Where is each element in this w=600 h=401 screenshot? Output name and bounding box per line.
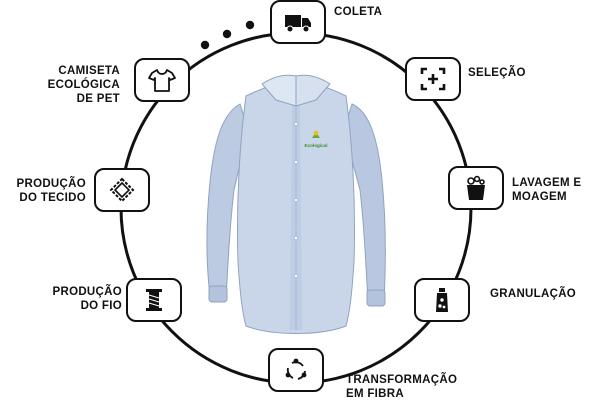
stage-tecido-box <box>94 168 150 212</box>
stage-transformacao-box <box>268 348 324 392</box>
stage-fio-label: PRODUÇÃO DO FIO <box>52 286 122 312</box>
start-dot <box>245 20 255 30</box>
stage-fio-box <box>126 278 182 322</box>
bucket-icon <box>467 175 485 200</box>
scan-frame-icon <box>420 67 446 91</box>
stage-transformacao-label: TRANSFORMAÇÃO EM FIBRA <box>346 374 458 400</box>
fabric-patch-icon <box>109 177 135 203</box>
dress-shirt-illustration: Ecological <box>206 74 386 334</box>
stage-lavagem-box <box>448 166 504 210</box>
stage-coleta-box <box>270 0 326 44</box>
stage-camiseta-box <box>134 58 190 102</box>
bottle-icon <box>436 288 448 312</box>
tshirt-icon <box>148 69 176 92</box>
thread-spool-icon <box>146 289 162 311</box>
stage-coleta-label: COLETA <box>334 6 383 18</box>
stage-selecao-label: SELEÇÃO <box>468 67 526 79</box>
recycle-arrows-icon <box>285 358 307 380</box>
truck-icon <box>285 15 311 33</box>
shirt-logo-text: Ecological <box>305 143 328 148</box>
start-dot <box>200 40 210 50</box>
stage-camiseta-label: CAMISETA ECOLÓGICA DE PET <box>47 65 120 105</box>
stage-tecido-label: PRODUÇÃO DO TECIDO <box>16 178 86 204</box>
stage-granulacao-label: GRANULAÇÃO <box>490 288 577 300</box>
shirt-logo: Ecological <box>305 130 328 148</box>
start-dot <box>222 29 232 39</box>
stage-lavagem-label: LAVAGEM E MOAGEM <box>512 177 582 203</box>
stage-selecao-box <box>405 57 461 101</box>
stage-granulacao-box <box>414 278 470 322</box>
